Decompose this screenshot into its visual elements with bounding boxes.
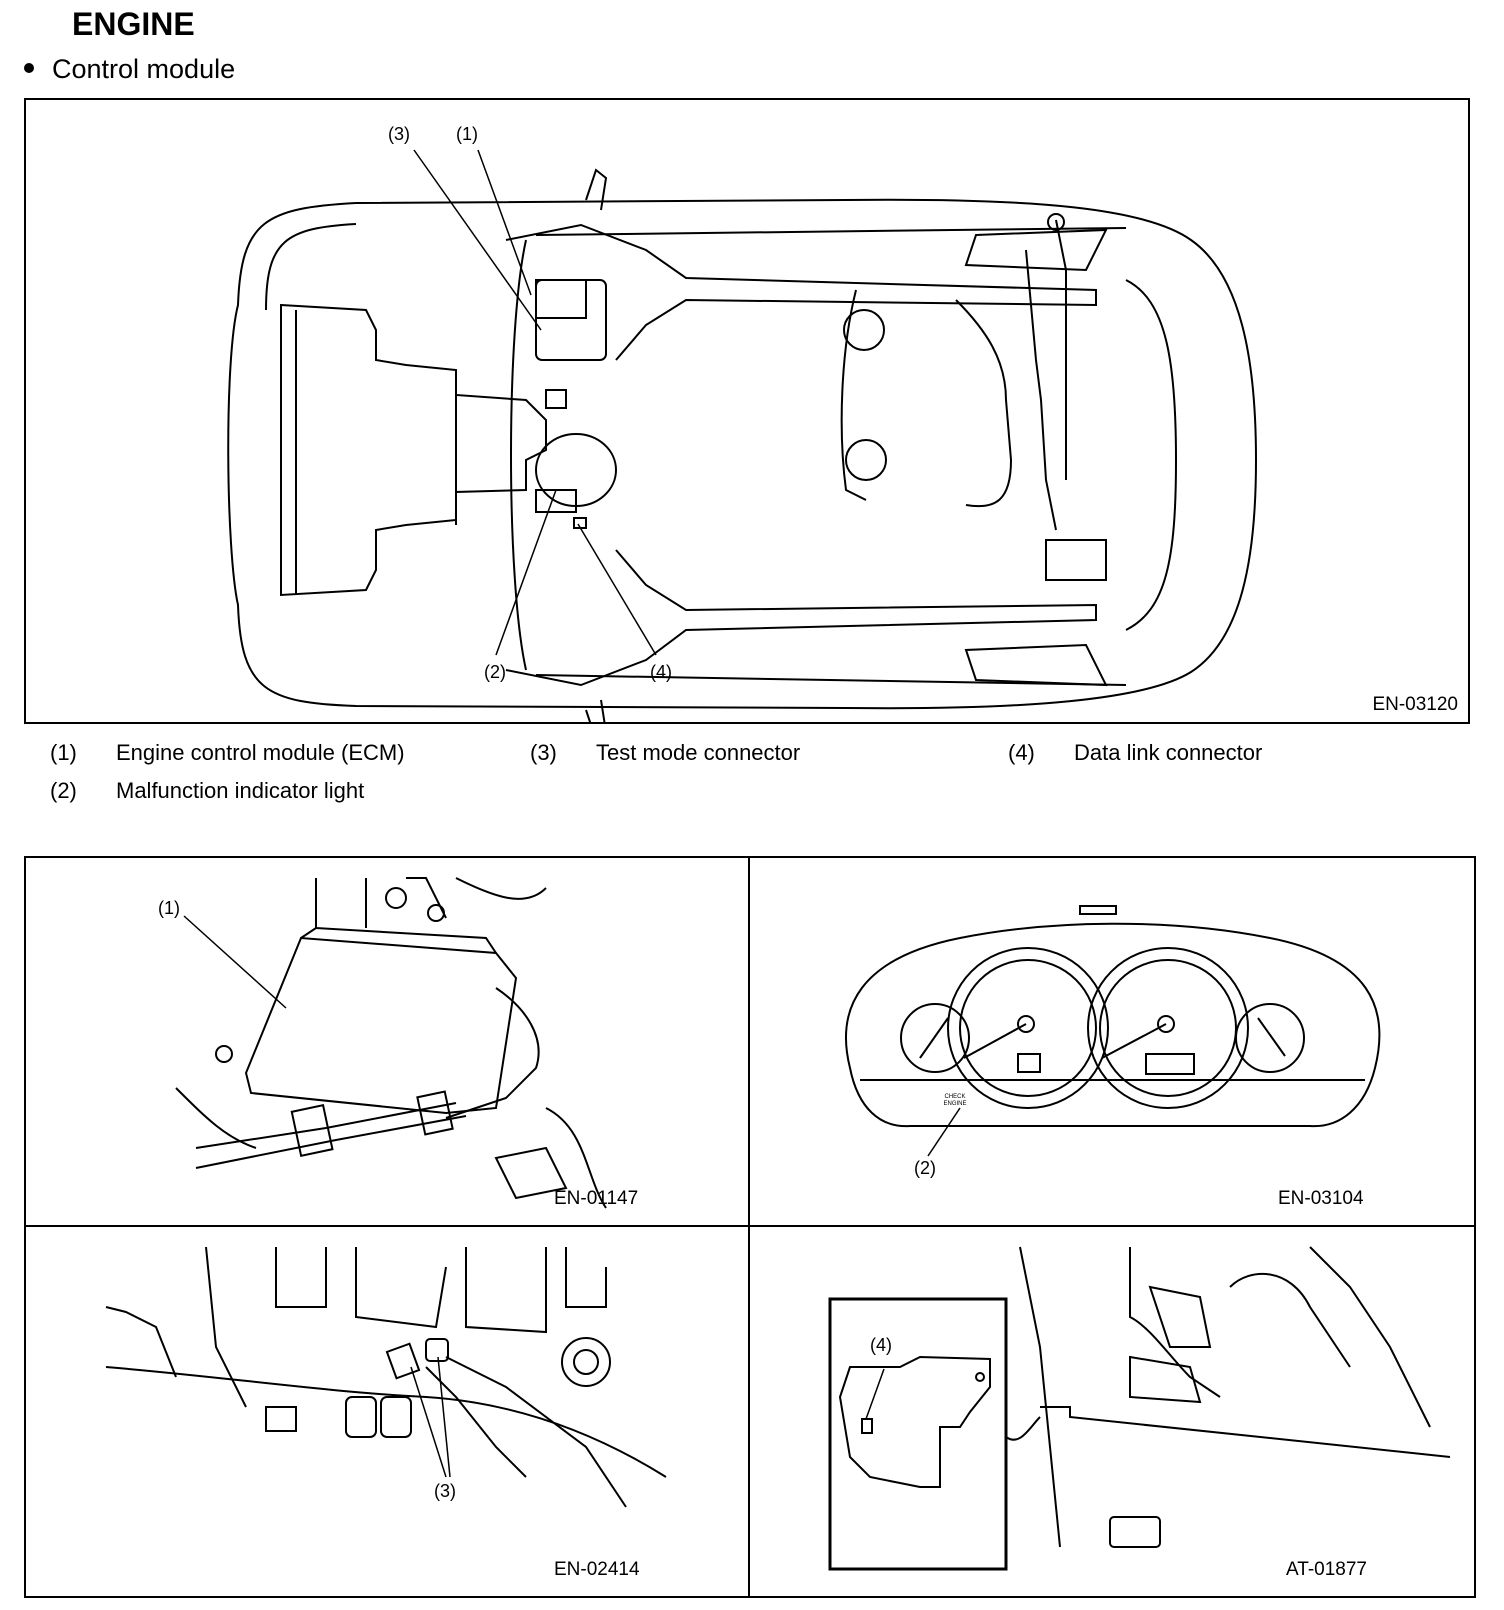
panel-3-code: EN-02414 (554, 1559, 640, 1580)
panel-3-callout: (3) (434, 1481, 456, 1501)
callout-4: (4) (650, 662, 672, 682)
panel-dlc: (4) AT-01877 (750, 1227, 1474, 1596)
main-figure: (3) (1) (2) (4) EN-03120 (24, 98, 1470, 724)
vehicle-top-view-diagram (227, 149, 1258, 722)
bullet-icon (24, 62, 34, 73)
combination-meter-illustration (845, 905, 1381, 1157)
panel-grid: (1) EN-01147 CHECK ENGINE (2) EN-03104 (24, 856, 1476, 1598)
section-subtitle: Control module (24, 54, 235, 85)
legend-text-2: Malfunction indicator light (116, 778, 365, 803)
data-link-connector-illustration (828, 1246, 1451, 1571)
panel-1-code: EN-01147 (554, 1188, 639, 1209)
section-title: ENGINE (72, 6, 195, 42)
panel-mil: CHECK ENGINE (2) EN-03104 (750, 858, 1474, 1225)
legend-num-2: (2) (50, 778, 77, 803)
legend-text-4: Data link connector (1074, 740, 1263, 765)
legend-text-1: Engine control module (ECM) (116, 740, 405, 765)
subtitle-text: Control module (52, 54, 236, 84)
panel-1-callout: (1) (158, 898, 180, 918)
panel-ecm: (1) EN-01147 (26, 858, 748, 1225)
panel-2-callout: (2) (914, 1158, 936, 1178)
panel-4-code: AT-01877 (1286, 1559, 1367, 1580)
legend-text-3: Test mode connector (596, 740, 801, 765)
panel-test-mode: (3) EN-02414 (26, 1227, 748, 1596)
panel-2-code: EN-03104 (1278, 1188, 1364, 1209)
legend: (1) Engine control module (ECM) (3) Test… (0, 740, 1504, 810)
callout-3: (3) (388, 124, 410, 144)
legend-num-4: (4) (1008, 740, 1035, 765)
grid-divider-horizontal (26, 1225, 1474, 1227)
grid-divider-vertical (748, 858, 750, 1596)
callout-1: (1) (456, 124, 478, 144)
check-engine-label: CHECK ENGINE (943, 1094, 967, 1107)
callout-2: (2) (484, 662, 506, 682)
test-mode-connector-illustration (105, 1246, 667, 1508)
ecm-illustration (175, 877, 607, 1209)
figure-code: EN-03120 (1372, 694, 1458, 715)
legend-num-3: (3) (530, 740, 557, 765)
legend-num-1: (1) (50, 740, 77, 765)
panel-4-callout: (4) (870, 1335, 892, 1355)
